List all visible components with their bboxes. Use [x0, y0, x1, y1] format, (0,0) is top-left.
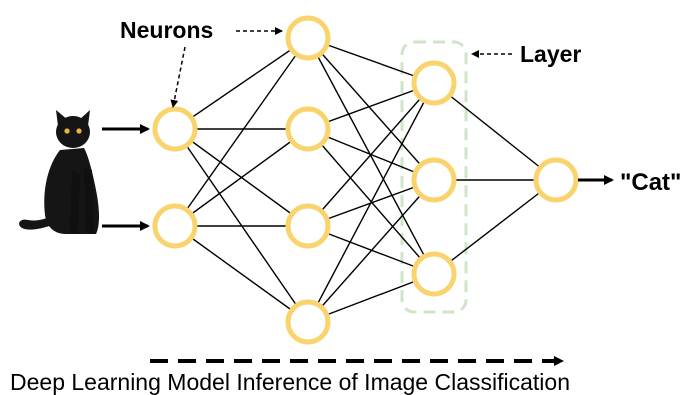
- neurons-group: [152, 15, 579, 345]
- cat-head: [56, 116, 90, 148]
- neuron-hidden-1-2: [285, 106, 331, 152]
- edge-hidden-1-4-to-hidden-2-2: [307, 179, 435, 323]
- edge-input-1-to-hidden-1-1: [174, 37, 309, 130]
- edge-hidden-1-1-to-hidden-2-3: [307, 37, 435, 275]
- cat-eye-left: [64, 128, 70, 134]
- neuron-hidden-1-3: [285, 203, 331, 249]
- cat-legs: [70, 168, 94, 234]
- neuron-hidden-2-3: [411, 251, 457, 297]
- neuron-hidden-1-4: [285, 299, 331, 345]
- neuron-output-1: [533, 157, 579, 203]
- edge-hidden-2-3-to-output-1: [433, 179, 557, 275]
- neuron-hidden-2-1: [411, 60, 457, 106]
- layer-highlight-box: [400, 40, 468, 314]
- layer-label: Layer: [520, 41, 581, 67]
- neuron-input-1: [152, 106, 198, 152]
- caption: Deep Learning Model Inference of Image C…: [10, 369, 570, 395]
- neuron-input-2: [152, 203, 198, 249]
- edge-input-2-to-hidden-1-1: [174, 37, 309, 227]
- output-label: "Cat": [620, 169, 681, 196]
- neuron-hidden-1-1: [285, 15, 331, 61]
- cat-image: [19, 110, 99, 234]
- edge-input-2-to-hidden-1-2: [174, 128, 309, 227]
- neurons-pointer-to-input: [170, 46, 186, 108]
- neuron-hidden-2-2: [411, 157, 457, 203]
- edge-hidden-1-4-to-hidden-2-1: [307, 82, 435, 323]
- cat-ears: [56, 110, 90, 126]
- edge-hidden-1-1-to-hidden-2-2: [307, 37, 435, 181]
- cat-eye-right: [76, 128, 82, 134]
- edge-input-2-to-hidden-1-4: [174, 225, 309, 323]
- edge-hidden-2-1-to-output-1: [433, 82, 557, 181]
- edge-hidden-1-3-to-hidden-2-1: [307, 82, 435, 227]
- neurons-label: Neurons: [120, 17, 213, 43]
- connections: [174, 37, 557, 323]
